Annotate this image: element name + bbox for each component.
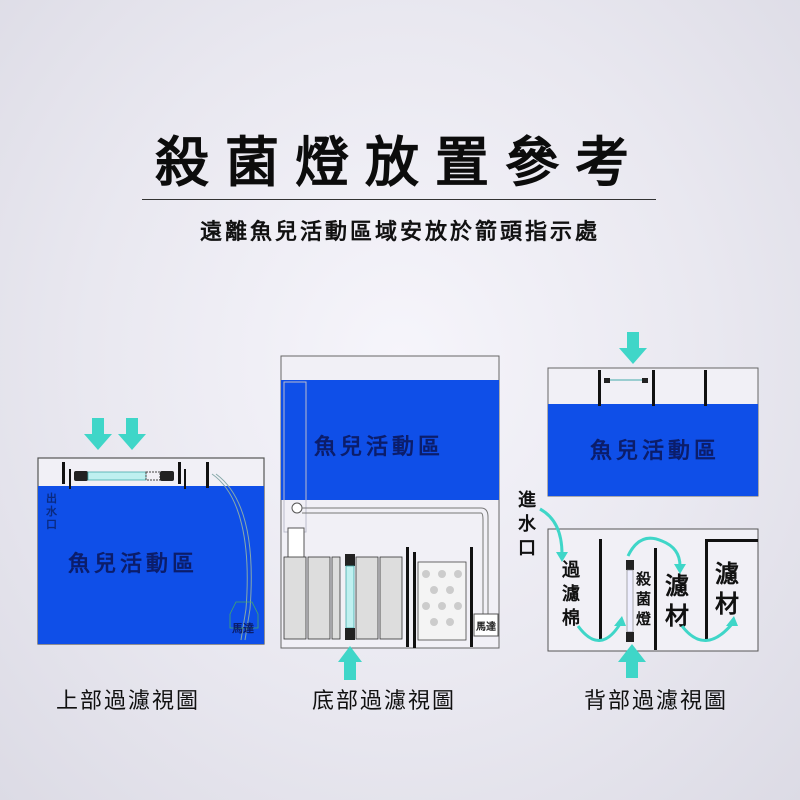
svg-text:菌: 菌: [636, 590, 651, 608]
svg-text:過: 過: [562, 560, 581, 581]
up-arrow-icon: [338, 646, 362, 680]
svg-text:魚兒活動區: 魚兒活動區: [590, 438, 720, 464]
title-divider: [142, 199, 656, 200]
svg-text:馬達: 馬達: [476, 620, 496, 633]
outlet-label: 出: [46, 491, 57, 505]
top-filter-diagram: 出 水 口 魚兒活動區 馬達: [36, 414, 268, 650]
svg-text:濾: 濾: [665, 571, 689, 600]
svg-text:口: 口: [46, 518, 57, 531]
svg-text:濾: 濾: [715, 559, 739, 588]
svg-text:魚兒活動區: 魚兒活動區: [314, 434, 444, 460]
caption-bottom-filter: 底部過濾視圖: [312, 689, 457, 714]
caption-back-filter: 背部過濾視圖: [584, 689, 729, 714]
down-arrow-icon: [84, 418, 146, 450]
down-arrow-icon: [619, 332, 647, 364]
svg-text:水: 水: [518, 513, 537, 535]
svg-text:棉: 棉: [562, 607, 580, 629]
svg-text:口: 口: [518, 538, 536, 559]
svg-text:殺: 殺: [635, 570, 652, 588]
svg-text:魚兒活動區: 魚兒活動區: [68, 551, 198, 577]
up-arrow-icon: [618, 644, 646, 678]
svg-text:材: 材: [715, 589, 739, 618]
svg-text:進: 進: [518, 489, 536, 511]
back-filter-diagram: 魚兒活動區 進 水 口 過 濾 棉 殺 菌 燈 濾 材 濾 材: [510, 326, 766, 678]
bottom-filter-diagram: 魚兒活動區 馬達: [276, 352, 504, 682]
svg-text:材: 材: [665, 601, 689, 630]
page-title: 殺菌燈放置參考: [155, 130, 645, 194]
svg-text:燈: 燈: [636, 610, 652, 628]
svg-text:水: 水: [46, 504, 58, 518]
svg-text:濾: 濾: [562, 583, 580, 605]
caption-top-filter: 上部過濾視圖: [56, 689, 201, 714]
page-subtitle: 遠離魚兒活動區域安放於箭頭指示處: [199, 219, 600, 245]
svg-text:馬達: 馬達: [232, 621, 254, 635]
